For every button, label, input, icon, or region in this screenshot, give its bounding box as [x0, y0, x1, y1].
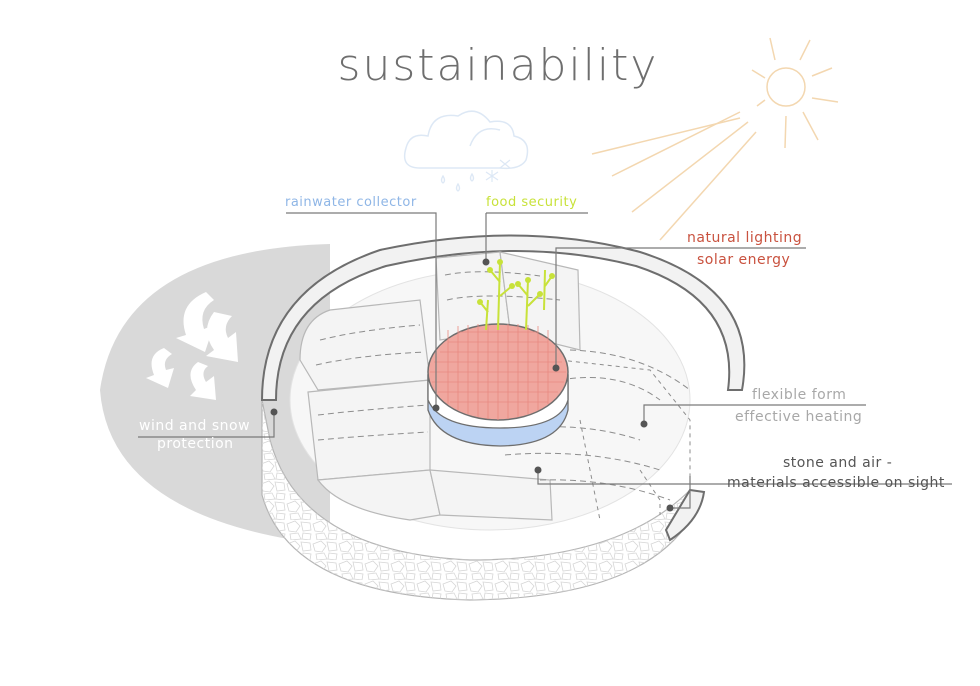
outer-wall [260, 234, 746, 401]
label-effective-heating: effective heating [735, 409, 863, 425]
stone-courses [315, 271, 691, 501]
dashed-guides [559, 359, 691, 521]
label-stone-and-air: stone and air - [783, 455, 893, 471]
seating-segments [299, 251, 581, 521]
label-protection: protection [157, 436, 234, 452]
page-title: sustainability [337, 40, 659, 91]
label-rainwater-collector: rainwater collector [285, 195, 417, 210]
label-flexible-form: flexible form [752, 387, 847, 403]
cloud-icon [403, 110, 529, 170]
wind-arrow-icon [146, 292, 238, 400]
label-solar-energy: solar energy [697, 252, 791, 268]
label-food-security: food security [486, 195, 578, 210]
leader-lines [138, 212, 952, 509]
snowflake-icon [485, 159, 511, 182]
label-materials: materials accessible on sight [727, 475, 945, 491]
rain-drops-icon [440, 172, 475, 192]
leader-dots [270, 258, 674, 512]
label-natural-lighting: natural lighting [687, 230, 803, 246]
rotunda [427, 323, 569, 447]
label-wind-and-snow: wind and snow [139, 418, 251, 434]
plant-icon [479, 261, 553, 331]
sun-icon [591, 37, 839, 241]
